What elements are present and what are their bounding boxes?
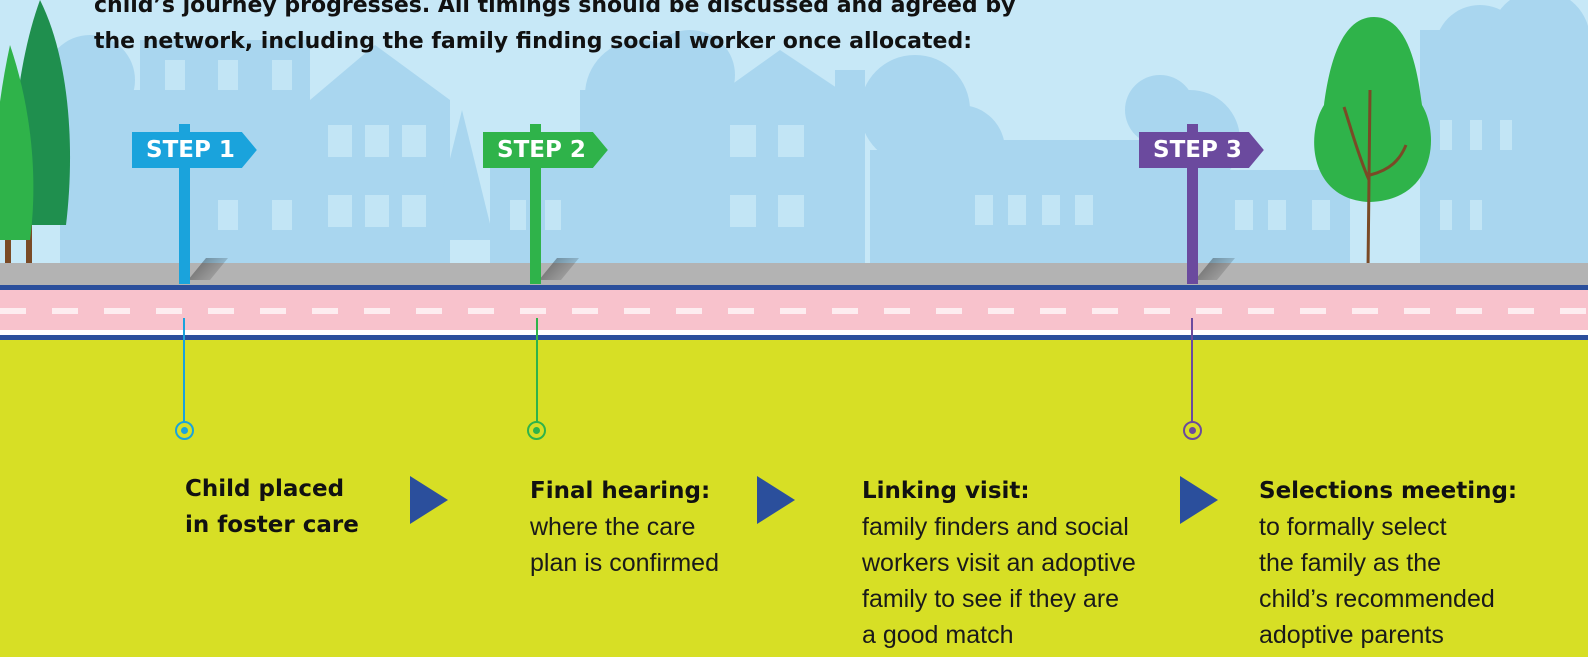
step-final-hearing-desc-2: plan is confirmed [530,549,719,577]
step-child-placed-title-1: Child placed [185,476,345,502]
step-2-connector [536,318,538,422]
round-tree-illustration [1314,17,1432,271]
next-arrow-icon [1180,476,1218,524]
step-linking-visit-desc-4: a good match [862,621,1014,649]
step-child-placed-title-2: in foster care [185,512,359,538]
road-edge-line [0,330,1588,335]
step-final-hearing-title: Final hearing: [530,478,711,504]
signpost-1 [179,124,190,284]
step-linking-visit: Linking visit: family finders and social… [862,473,1136,653]
intro-line-1: child’s journey progresses. All timings … [94,0,1016,18]
step-selections-meeting-title: Selections meeting: [1259,478,1518,504]
step-selections-meeting-desc-3: child’s recommended [1259,585,1495,613]
step-linking-visit-desc-1: family finders and social [862,513,1129,541]
step-final-hearing-desc-1: where the care [530,513,696,541]
town-skyline-illustration [45,0,1588,265]
curb-line [0,285,1588,290]
intro-text: child’s journey progresses. All timings … [94,0,1094,60]
step-final-hearing: Final hearing: where the care plan is co… [530,473,719,581]
step-2-sign: STEP 2 [483,132,608,168]
step-child-placed: Child placed in foster care [185,471,359,543]
step-selections-meeting: Selections meeting: to formally select t… [1259,473,1517,653]
step-1-sign: STEP 1 [132,132,257,168]
next-arrow-icon [410,476,448,524]
step-linking-visit-title: Linking visit: [862,478,1030,504]
step-3-sign: STEP 3 [1139,132,1264,168]
intro-line-2: the network, including the family findin… [94,29,973,54]
road-edge-line-blue [0,335,1588,340]
step-selections-meeting-desc-1: to formally select [1259,513,1447,541]
road-dashes [0,308,1588,314]
signpost-2 [530,124,541,284]
step-1-marker-dot [175,421,194,440]
cypress-trees-illustration [0,0,71,270]
step-1-connector [183,318,185,422]
step-linking-visit-desc-2: workers visit an adoptive [862,549,1136,577]
signpost-3 [1187,124,1198,284]
step-selections-meeting-desc-4: adoptive parents [1259,621,1444,649]
step-selections-meeting-desc-2: the family as the [1259,549,1442,577]
pavement [0,263,1588,285]
step-2-marker-dot [527,421,546,440]
step-3-marker-dot [1183,421,1202,440]
step-3-connector [1191,318,1193,422]
step-linking-visit-desc-3: family to see if they are [862,585,1120,613]
next-arrow-icon [757,476,795,524]
